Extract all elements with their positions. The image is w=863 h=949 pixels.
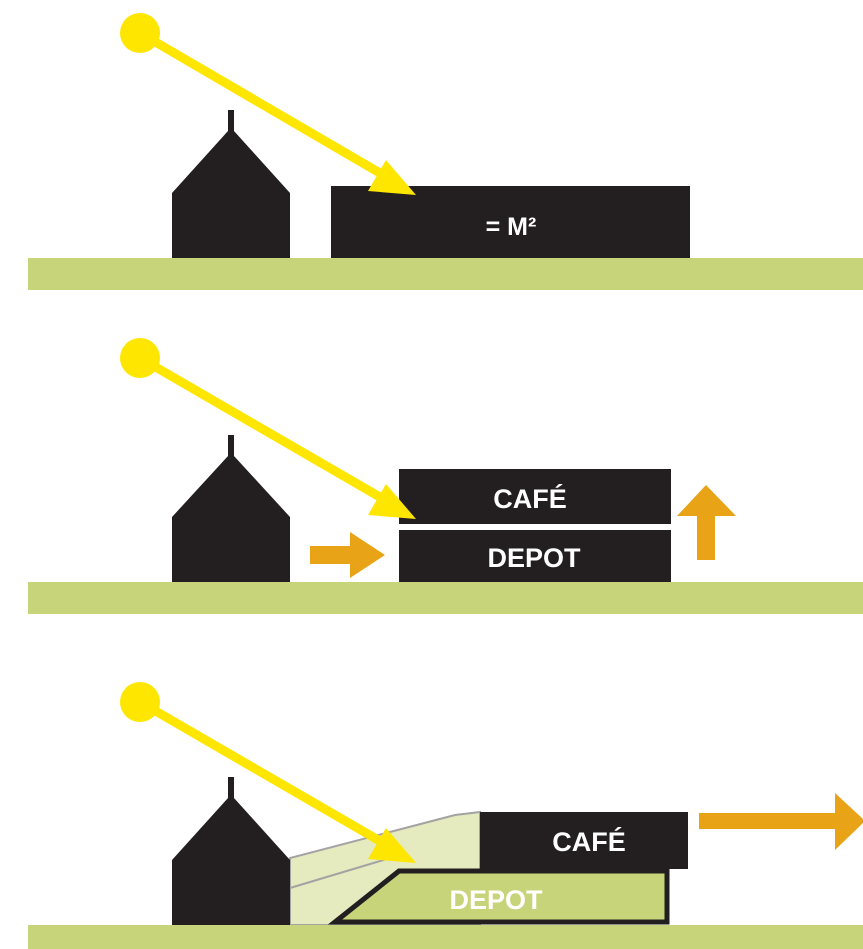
- arrow-right-icon: [310, 532, 385, 578]
- slope-inner-line: [289, 854, 401, 889]
- panel-1: = M²: [28, 13, 863, 290]
- sun-icon: [120, 13, 160, 53]
- sunray-arrow-icon: [135, 353, 416, 519]
- sunray-arrow-icon: [135, 28, 416, 195]
- panel-2: CAFÉ DEPOT: [28, 338, 863, 614]
- ground-strip-1: [28, 258, 863, 290]
- cafe-label: CAFÉ: [493, 483, 567, 514]
- house-icon: [172, 110, 290, 258]
- sun-icon: [120, 338, 160, 378]
- panel-3: DEPOT CAFÉ: [28, 682, 863, 949]
- house-icon: [172, 777, 290, 925]
- block-label: = M²: [486, 213, 537, 241]
- house-icon: [172, 435, 290, 582]
- depot-green-block: [327, 868, 670, 925]
- depot-label: DEPOT: [487, 543, 581, 573]
- ground-strip-2: [28, 582, 863, 614]
- sun-icon: [120, 682, 160, 722]
- depot-block: [399, 530, 671, 582]
- ground-strip-3: [28, 925, 863, 949]
- cafe-label: CAFÉ: [552, 826, 626, 857]
- sunray-arrow-icon: [135, 697, 416, 863]
- depot-label: DEPOT: [449, 885, 543, 915]
- arrow-right-icon: [699, 793, 863, 850]
- cafe-block: [399, 469, 671, 524]
- block-building: [331, 186, 690, 258]
- arrow-up-icon: [677, 485, 736, 560]
- cafe-block: [480, 812, 688, 869]
